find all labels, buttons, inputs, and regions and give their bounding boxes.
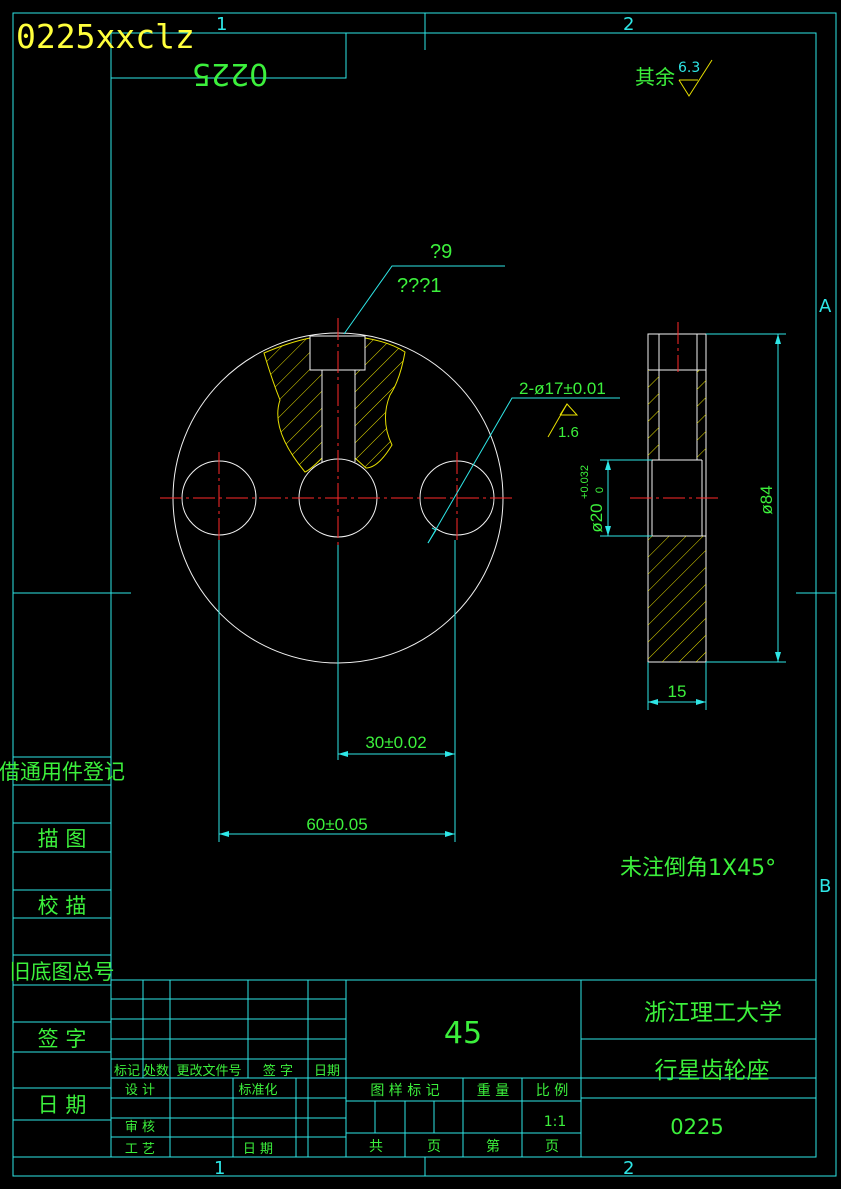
rev-header-sign: 签 字 bbox=[263, 1063, 293, 1079]
page-label: 页 bbox=[427, 1139, 441, 1155]
left-panel-label-5: 日 期 bbox=[38, 1093, 87, 1117]
drawing-no: 0225 bbox=[670, 1115, 723, 1139]
rev-header-mark: 标记 bbox=[114, 1064, 140, 1079]
holes-callout: 2-ø17±0.01 bbox=[519, 379, 606, 398]
side-hatch-bottom bbox=[648, 536, 706, 662]
counterbore-line2: ???1 bbox=[397, 275, 442, 297]
left-panel-label-4: 签 字 bbox=[38, 1027, 87, 1051]
dim-outer-diameter: ø84 bbox=[757, 485, 776, 514]
front-dims: 30±0.02 60±0.05 bbox=[218, 540, 456, 842]
drawing-mark-label: 图 样 标 记 bbox=[370, 1083, 439, 1099]
dim-bore-upper: +0.032 bbox=[579, 465, 591, 499]
holes-roughness: 1.6 bbox=[558, 424, 579, 441]
date-label: 日 期 bbox=[243, 1142, 273, 1157]
design-label: 设 计 bbox=[125, 1083, 155, 1098]
code-box: 0225 bbox=[111, 33, 347, 91]
section-hatch-right bbox=[354, 337, 406, 469]
roughness-value: 6.3 bbox=[678, 60, 700, 76]
zone-right-a: A bbox=[819, 296, 832, 317]
dim-bore: ø20 bbox=[587, 503, 606, 532]
section-hatch-left bbox=[263, 337, 323, 473]
left-panel-label-1: 描 图 bbox=[38, 827, 87, 851]
side-dims: ø84 ø20 +0.032 0 15 bbox=[579, 333, 786, 710]
drawing-code-rotated: 0225 bbox=[192, 56, 268, 91]
school-name: 浙江理工大学 bbox=[644, 1000, 782, 1026]
review-label: 审 核 bbox=[125, 1120, 155, 1135]
side-view bbox=[630, 322, 722, 663]
rev-header-file: 更改文件号 bbox=[176, 1064, 241, 1079]
sheet-label: 第 bbox=[486, 1138, 500, 1155]
dim-thickness: 15 bbox=[668, 682, 687, 701]
part-name: 行星齿轮座 bbox=[655, 1058, 770, 1084]
counterbore-line1: ?9 bbox=[430, 241, 452, 263]
general-roughness: 其余 6.3 bbox=[635, 59, 713, 97]
rev-header-date: 日期 bbox=[314, 1064, 340, 1079]
dim-bore-lower: 0 bbox=[594, 487, 606, 493]
chamfer-note: 未注倒角1X45° bbox=[620, 856, 776, 881]
zone-bottom-1: 1 bbox=[214, 1158, 225, 1179]
roughness-prefix: 其余 bbox=[635, 65, 675, 89]
weight-label: 重 量 bbox=[477, 1083, 509, 1099]
holes-leader: 2-ø17±0.01 1.6 bbox=[427, 379, 620, 544]
scale-label: 比 例 bbox=[536, 1083, 568, 1099]
total-label: 共 bbox=[369, 1139, 383, 1155]
side-hatch-top bbox=[648, 370, 659, 460]
left-panel-label-2: 校 描 bbox=[38, 894, 87, 918]
zone-bottom-2: 2 bbox=[623, 1158, 634, 1179]
left-panel bbox=[12, 756, 112, 1158]
title-block bbox=[110, 979, 817, 1158]
zone-top-2: 2 bbox=[623, 14, 634, 35]
watermark: 0225xxclz bbox=[16, 17, 195, 56]
counterbore-leader: ?9 ???1 bbox=[343, 241, 505, 335]
rev-header-count: 处数 bbox=[143, 1064, 169, 1079]
material: 45 bbox=[444, 1016, 482, 1051]
dim-pitch: 30±0.02 bbox=[365, 733, 426, 752]
standardize-label: 标准化 bbox=[238, 1083, 277, 1098]
zone-top-1: 1 bbox=[216, 14, 227, 35]
process-label: 工 艺 bbox=[125, 1142, 155, 1157]
scale-value: 1:1 bbox=[544, 1114, 567, 1130]
zone-right-b: B bbox=[819, 876, 831, 897]
page2-label: 页 bbox=[545, 1139, 559, 1155]
dim-span: 60±0.05 bbox=[306, 815, 367, 834]
left-panel-label-0: 借通用件登记 bbox=[0, 760, 125, 784]
side-hatch-top-r bbox=[697, 370, 706, 460]
left-panel-label-3: 旧底图总号 bbox=[10, 960, 115, 984]
